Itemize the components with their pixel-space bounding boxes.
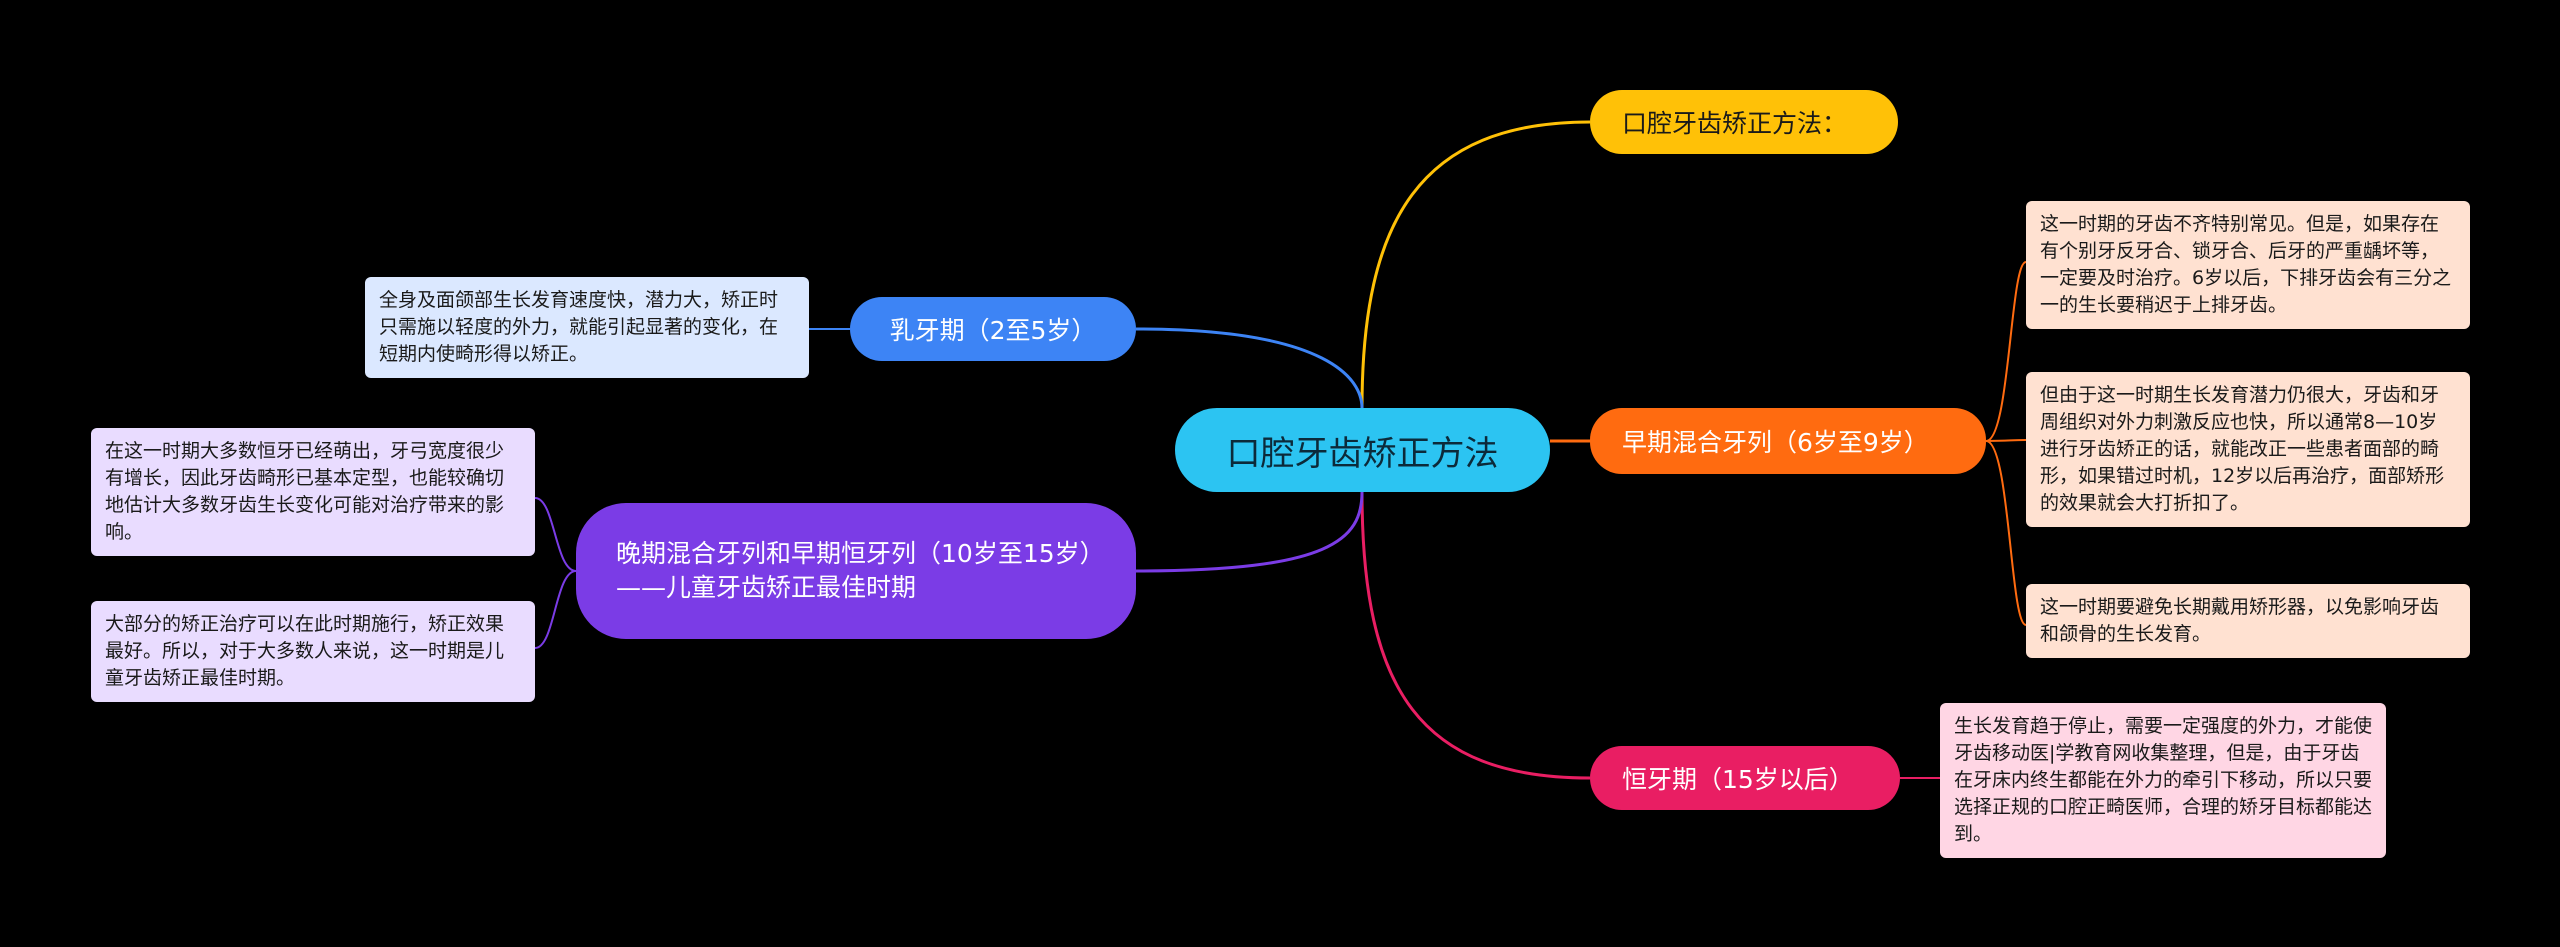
note-late-mixed-1[interactable]: 在这一时期大多数恒牙已经萌出，牙弓宽度很少有增长，因此牙齿畸形已基本定型，也能较… <box>91 428 535 556</box>
note-early-mixed-1[interactable]: 这一时期的牙齿不齐特别常见。但是，如果存在有个别牙反牙合、锁牙合、后牙的严重龋坏… <box>2026 201 2470 329</box>
branch-method[interactable]: 口腔牙齿矫正方法： <box>1590 90 1898 154</box>
note-permanent[interactable]: 生长发育趋于停止，需要一定强度的外力，才能使牙齿移动医|学教育网收集整理，但是，… <box>1940 703 2386 858</box>
link-root-method <box>1360 120 1591 409</box>
link-root-primary <box>1135 327 1364 409</box>
branch-permanent[interactable]: 恒牙期（15岁以后） <box>1590 746 1900 810</box>
note-primary[interactable]: 全身及面颌部生长发育速度快，潜力大，矫正时只需施以轻度的外力，就能引起显著的变化… <box>365 277 809 378</box>
branch-late-mixed[interactable]: 晚期混合牙列和早期恒牙列（10岁至15岁）——儿童牙齿矫正最佳时期 <box>576 503 1136 639</box>
note-late-mixed-2[interactable]: 大部分的矫正治疗可以在此时期施行，矫正效果最好。所以，对于大多数人来说，这一时期… <box>91 601 535 702</box>
root-topic[interactable]: 口腔牙齿矫正方法 <box>1175 408 1550 492</box>
link-early-mixed-notes <box>1985 261 2027 626</box>
note-early-mixed-3[interactable]: 这一时期要避免长期戴用矫形器，以免影响牙齿和颌骨的生长发育。 <box>2026 584 2470 658</box>
link-root-permanent <box>1360 491 1591 780</box>
branch-primary[interactable]: 乳牙期（2至5岁） <box>850 297 1136 361</box>
link-late-mixed-notes <box>534 497 577 649</box>
branch-early-mixed[interactable]: 早期混合牙列（6岁至9岁） <box>1590 408 1986 474</box>
note-early-mixed-2[interactable]: 但由于这一时期生长发育潜力仍很大，牙齿和牙周组织对外力刺激反应也快，所以通常8—… <box>2026 372 2470 527</box>
link-root-late-mixed <box>1135 491 1364 573</box>
